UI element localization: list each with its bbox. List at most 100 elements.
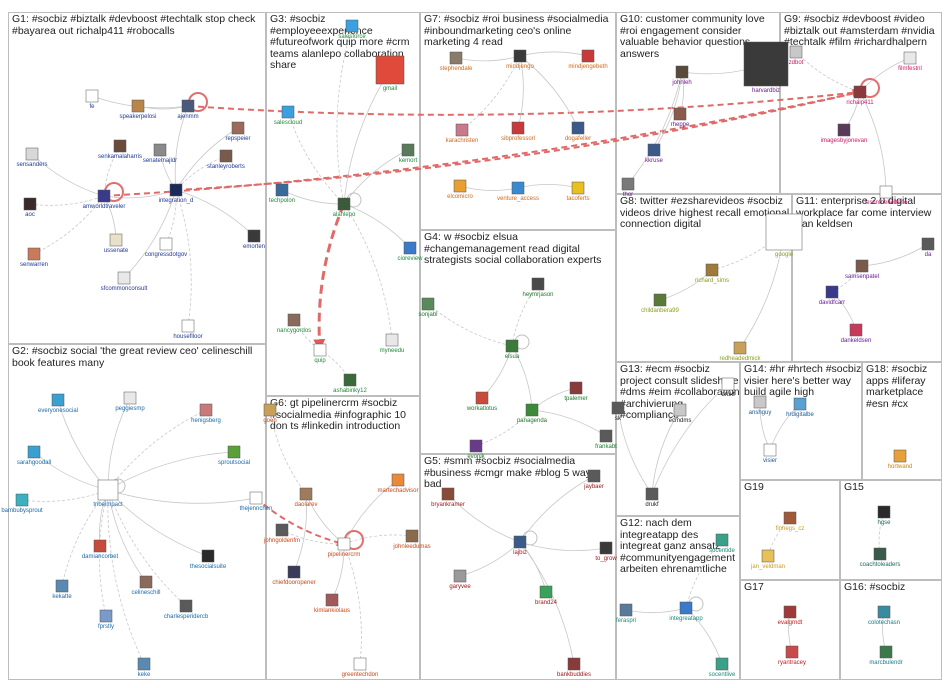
node-mindjengebeth[interactable]: mindjengebeth xyxy=(568,49,608,70)
node-fe[interactable]: fe xyxy=(85,89,99,110)
node-redheadedmick[interactable]: redheadedmick xyxy=(719,341,762,362)
node-filmfestnl[interactable]: filmfestnl xyxy=(898,51,922,72)
node-imagesbyjonevan[interactable]: imagesbyjonevan xyxy=(821,123,868,144)
node-colotechasn[interactable]: colotechasn xyxy=(868,605,900,626)
node-pipelinercrm[interactable]: pipelinercrm xyxy=(328,537,361,558)
node-integration_d[interactable]: integration_d xyxy=(159,183,194,204)
node-salescloud[interactable]: salescloud xyxy=(274,105,302,126)
node-finnegs_cz[interactable]: finnegs_cz xyxy=(776,511,805,532)
node-da[interactable]: da xyxy=(921,237,935,258)
node-sfcommonconsult[interactable]: sfcommonconsult xyxy=(101,271,148,292)
node-karachristen[interactable]: karachristen xyxy=(446,123,479,144)
node-sensanders[interactable]: sensanders xyxy=(16,147,48,168)
node-stanleyroberts[interactable]: stanleyroberts xyxy=(207,149,245,170)
node-stephendale[interactable]: stephendale xyxy=(440,51,473,72)
node-socentide[interactable]: socentide xyxy=(709,533,736,554)
node-zdbot[interactable]: zdbot xyxy=(789,45,804,66)
node-ryantracey[interactable]: ryantracey xyxy=(778,645,806,666)
node-hortwand[interactable]: hortwand xyxy=(888,449,913,470)
node-thor[interactable]: thor xyxy=(621,177,635,198)
node-elcomicro[interactable]: elcomicro xyxy=(447,179,473,200)
node-fprstly[interactable]: fprstly xyxy=(98,609,114,630)
node-drukt[interactable]: drukt xyxy=(721,377,735,398)
node-quip[interactable]: quip xyxy=(313,343,326,364)
node-mindjengo[interactable]: mindjengo xyxy=(506,49,535,70)
node-alanlepo[interactable]: alanlepo xyxy=(333,197,356,218)
node-chiefdooropener[interactable]: chiefdooropener xyxy=(272,565,316,586)
node-frankabt[interactable]: frankabt xyxy=(595,429,617,450)
node-peggiesmp[interactable]: peggiesmp xyxy=(115,391,145,412)
node-kemort[interactable]: kemort xyxy=(399,143,418,164)
node-hrdigitalbe[interactable]: hrdigitalbe xyxy=(786,397,815,418)
node-feraspri[interactable]: feraspri xyxy=(616,603,636,624)
node-workatlotus[interactable]: workatlotus xyxy=(466,391,497,412)
node-richard_sims[interactable]: richard_sims xyxy=(695,263,729,284)
node-sonjabl[interactable]: sonjabl xyxy=(418,297,438,318)
node-socentlive[interactable]: socentlive xyxy=(709,657,736,678)
node-panagenda[interactable]: panagenda xyxy=(517,403,548,424)
node-gmail[interactable]: gmail xyxy=(375,55,405,92)
node-heymrjason[interactable]: heymrjason xyxy=(522,277,554,298)
node-lajbiz[interactable]: lajbiz xyxy=(513,535,527,556)
node-ashabinky12[interactable]: ashabinky12 xyxy=(333,373,368,394)
node-elsua[interactable]: elsua xyxy=(505,339,520,360)
node-johnleh[interactable]: johnleh xyxy=(671,65,692,86)
node-tribeimpact[interactable]: tribeimpact xyxy=(93,479,123,508)
node-venture_access[interactable]: venture_access xyxy=(497,181,539,202)
node-bankbuddies[interactable]: bankbuddies xyxy=(557,657,591,678)
node-charlesperidercb[interactable]: charlesperidercb xyxy=(164,599,209,620)
node-nancygordos[interactable]: nancygordos xyxy=(277,313,311,334)
node-brand24[interactable]: brand24 xyxy=(535,585,558,606)
node-salesforce[interactable]: salesforce xyxy=(338,19,366,40)
node-visier[interactable]: visier xyxy=(763,443,777,464)
node-marcbulendr[interactable]: marcbulendr xyxy=(869,645,903,666)
node-bryankramer[interactable]: bryankramer xyxy=(431,487,465,508)
node-kekatte[interactable]: kekatte xyxy=(52,579,72,600)
node-samsenpatel[interactable]: samsenpatel xyxy=(845,259,879,280)
node-evalgrndt[interactable]: evalgrndt xyxy=(778,605,803,626)
node-senkamalaharris[interactable]: senkamalaharris xyxy=(98,139,142,160)
node-speakerpelosi[interactable]: speakerpelosi xyxy=(119,99,157,120)
node-emorten[interactable]: emorten xyxy=(243,229,265,250)
node-repspeier[interactable]: repspeier xyxy=(225,121,251,142)
node-bambubysprout[interactable]: bambubysprout xyxy=(1,493,43,514)
node-sk[interactable]: sk xyxy=(611,401,625,422)
node-tpalemer[interactable]: tpalemer xyxy=(564,381,588,402)
node-johnleedumas[interactable]: johnleedumas xyxy=(392,529,431,550)
node-martechadvisor[interactable]: martechadvisor xyxy=(377,473,419,494)
node-congressdotgov[interactable]: congressdotgov xyxy=(145,237,187,258)
node-everyonesocial[interactable]: everyonesocial xyxy=(38,393,78,414)
node-dogafeller[interactable]: dogafeller xyxy=(565,121,591,142)
node-daolarev[interactable]: daolarev xyxy=(294,487,318,508)
node-damiancorbet[interactable]: damiancorbet xyxy=(82,539,119,560)
node-henigsberg[interactable]: henigsberg xyxy=(191,403,221,424)
node-greentechdon[interactable]: greentechdon xyxy=(342,657,379,678)
node-festinthehebene[interactable]: festinthehebene xyxy=(865,185,908,206)
node-goeh[interactable]: goeh xyxy=(263,403,277,424)
node-kkruse[interactable]: kkruse xyxy=(645,143,663,164)
node-sarahgoodall[interactable]: sarahgoodall xyxy=(17,445,51,466)
node-hgse[interactable]: hgse xyxy=(877,505,891,526)
node-davidfcarr[interactable]: davidfcarr xyxy=(819,285,845,306)
node-kimlankiolaus[interactable]: kimlankiolaus xyxy=(314,593,350,614)
node-jan_veldman[interactable]: jan_veldman xyxy=(750,549,785,570)
node-rheppe[interactable]: rheppe xyxy=(671,107,690,128)
node-aoc[interactable]: aoc xyxy=(23,197,37,218)
node-ecmdms[interactable]: ecmdms xyxy=(669,403,692,424)
node-garyvee[interactable]: garyvee xyxy=(449,569,471,590)
node-integreatapp[interactable]: integreatapp xyxy=(669,601,703,622)
node-myneedu[interactable]: myneedu xyxy=(380,333,405,354)
node-richalp411[interactable]: richalp411 xyxy=(846,85,874,106)
node-thesocialsuite[interactable]: thesocialsuite xyxy=(190,549,227,570)
node-google[interactable]: google xyxy=(765,213,803,258)
node-senatemajldr[interactable]: senatemajldr xyxy=(143,143,177,164)
node-sibprofessorl[interactable]: sibprofessorl xyxy=(501,121,535,142)
node-harvardbiz[interactable]: harvardbiz xyxy=(743,41,789,94)
node-dankeldsen[interactable]: dankeldsen xyxy=(841,323,872,344)
node-coachtoleaders[interactable]: coachtoleaders xyxy=(860,547,901,568)
node-celineschill[interactable]: celineschill xyxy=(131,575,161,596)
node-keke[interactable]: keke xyxy=(138,657,151,678)
node-evonik[interactable]: evonik xyxy=(467,439,486,460)
node-tacoferts[interactable]: tacoferts xyxy=(566,181,590,202)
node-jaybaer[interactable]: jaybaer xyxy=(583,469,604,490)
